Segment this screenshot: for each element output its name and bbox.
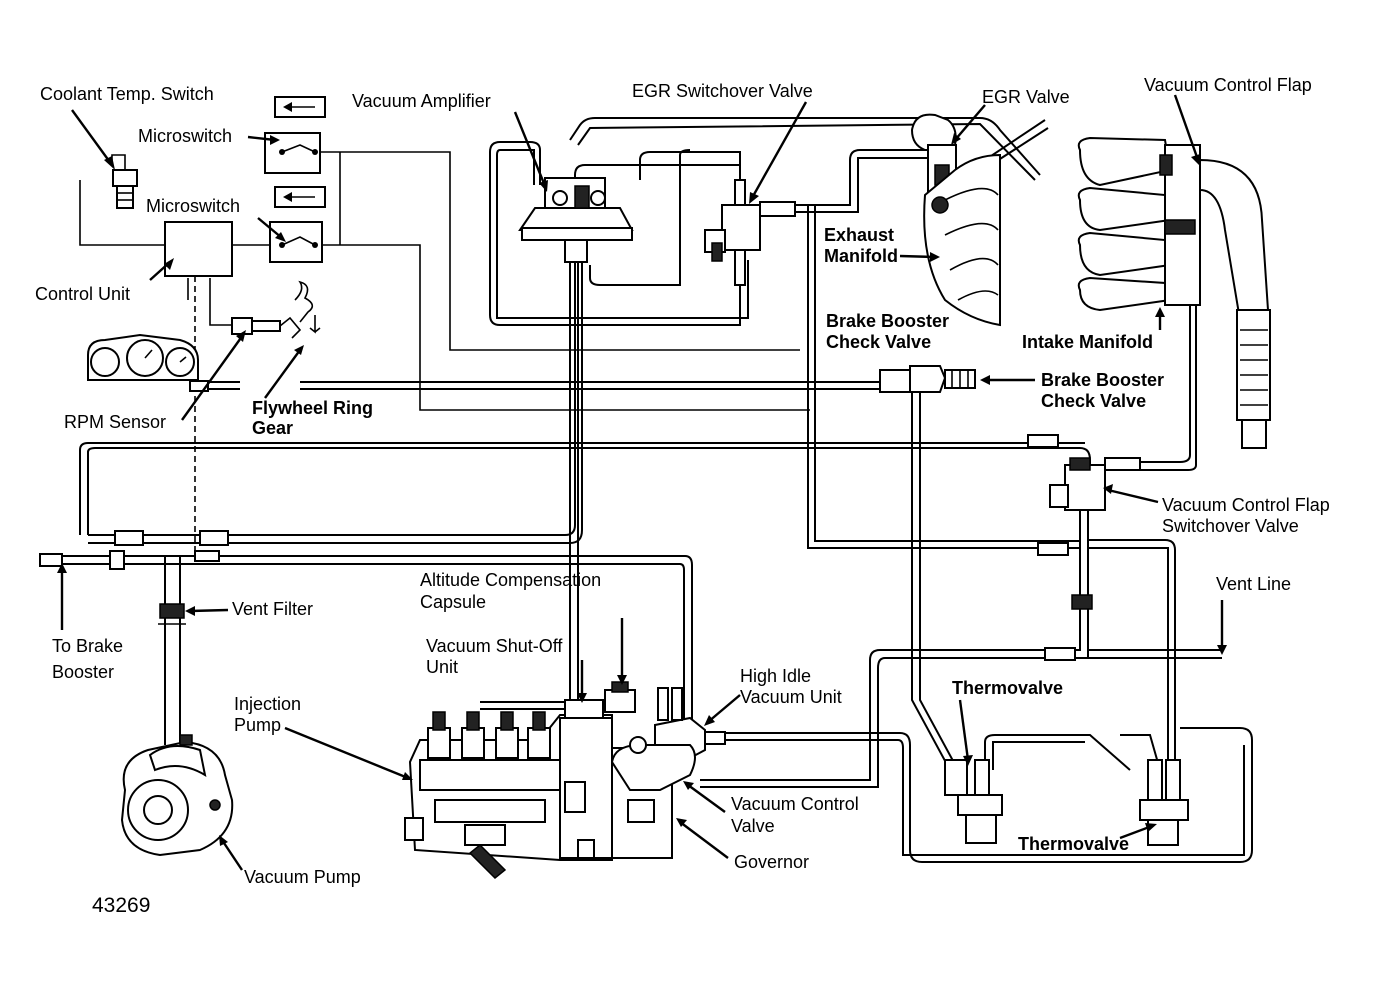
injection-pump — [404, 711, 673, 880]
label-intake-manifold: Intake Manifold — [1022, 332, 1153, 352]
labels: Coolant Temp. Switch Microswitch Microsw… — [35, 75, 1330, 917]
exhaust-manifold — [923, 153, 1001, 327]
microswitch-lower — [269, 186, 326, 263]
label-high-idle-line1: High Idle — [740, 666, 811, 686]
vacuum-control-flap-switchover-valve — [1049, 457, 1141, 511]
label-coolant-temp-switch: Coolant Temp. Switch — [40, 84, 214, 104]
thermovalve-left — [944, 759, 1003, 844]
label-vent-line: Vent Line — [1216, 574, 1291, 594]
tee-connectors-left — [39, 380, 229, 570]
electrical-wires — [79, 151, 810, 555]
egr-switchover-valve — [704, 179, 796, 286]
label-brake-booster-check-valve-top-line2: Check Valve — [826, 332, 931, 352]
label-brake-booster-check-valve-top-line1: Brake Booster — [826, 311, 949, 331]
label-to-brake-booster-line2: Booster — [52, 662, 114, 682]
vent-filter — [158, 603, 186, 625]
injector-lines — [427, 711, 551, 759]
label-to-brake-booster-line1: To Brake — [52, 636, 123, 656]
vacuum-amplifier — [518, 177, 634, 700]
thermovalve-right — [1139, 759, 1189, 846]
label-altitude-compensation-line2: Capsule — [420, 592, 486, 612]
intake-manifold — [1077, 136, 1201, 312]
air-intake-duct — [1199, 158, 1271, 449]
label-flywheel-ring-gear-line2: Gear — [252, 418, 293, 438]
label-flywheel-ring-gear-line1: Flywheel Ring — [252, 398, 373, 418]
label-injection-pump-line2: Pump — [234, 715, 281, 735]
label-microswitch-upper: Microswitch — [138, 126, 232, 146]
label-vacuum-control-flap-switchover-line1: Vacuum Control Flap — [1162, 495, 1330, 515]
label-exhaust-manifold-line2: Manifold — [824, 246, 898, 266]
label-vacuum-pump: Vacuum Pump — [244, 867, 361, 887]
vacuum-pump — [120, 734, 234, 857]
flywheel-ring-gear — [294, 280, 321, 334]
label-microswitch-lower: Microswitch — [146, 196, 240, 216]
label-vacuum-shutoff-line1: Vacuum Shut-Off — [426, 636, 563, 656]
label-vacuum-control-flap-switchover-line2: Switchover Valve — [1162, 516, 1299, 536]
brake-booster-check-valve — [879, 365, 976, 393]
label-exhaust-manifold-line1: Exhaust — [824, 225, 894, 245]
label-injection-pump-line1: Injection — [234, 694, 301, 714]
label-egr-switchover-valve: EGR Switchover Valve — [632, 81, 813, 101]
label-altitude-compensation-line1: Altitude Compensation — [420, 570, 601, 590]
microswitch-upper — [264, 96, 326, 174]
label-brake-booster-check-valve-right-line1: Brake Booster — [1041, 370, 1164, 390]
instrument-cluster — [87, 333, 199, 381]
label-egr-valve: EGR Valve — [982, 87, 1070, 107]
label-rpm-sensor: RPM Sensor — [64, 412, 166, 432]
label-vacuum-control-valve-line1: Vacuum Control — [731, 794, 859, 814]
figure-number: 43269 — [92, 894, 150, 917]
leader-lines — [57, 94, 1227, 871]
altitude-compensation-capsule — [604, 681, 636, 713]
vacuum-hoses — [40, 117, 1253, 863]
label-vacuum-control-flap: Vacuum Control Flap — [1144, 75, 1312, 95]
label-thermovalve-upper: Thermovalve — [952, 678, 1063, 698]
label-vent-filter: Vent Filter — [232, 599, 313, 619]
label-brake-booster-check-valve-right-line2: Check Valve — [1041, 391, 1146, 411]
label-vacuum-control-valve-line2: Valve — [731, 816, 775, 836]
tee-connectors-right — [1027, 434, 1093, 661]
label-vacuum-shutoff-line2: Unit — [426, 657, 458, 677]
control-unit — [164, 221, 233, 277]
vacuum-shutoff-unit — [480, 699, 604, 719]
label-high-idle-line2: Vacuum Unit — [740, 687, 842, 707]
label-governor: Governor — [734, 852, 809, 872]
label-control-unit: Control Unit — [35, 284, 130, 304]
label-thermovalve-lower: Thermovalve — [1018, 834, 1129, 854]
coolant-temp-switch — [112, 169, 138, 209]
label-vacuum-amplifier: Vacuum Amplifier — [352, 91, 491, 111]
vacuum-control-valve — [610, 736, 696, 823]
